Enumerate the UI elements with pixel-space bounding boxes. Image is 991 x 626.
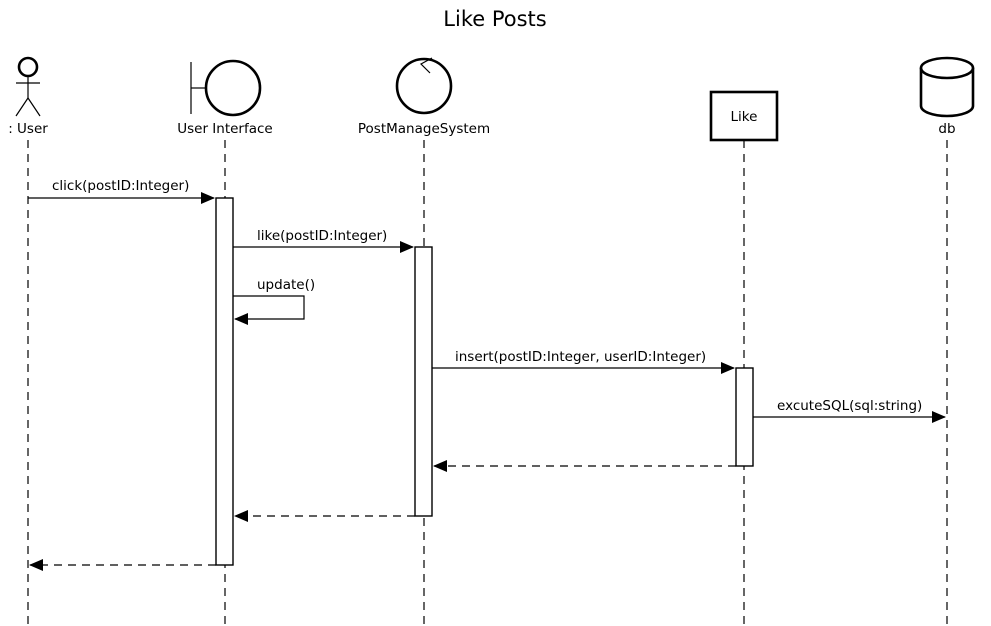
participant-label-user-interface: User Interface <box>177 121 273 137</box>
message-arrow-update-self <box>233 295 305 325</box>
message-label-update: update() <box>257 277 315 293</box>
message-label-like: like(postID:Integer) <box>257 228 387 244</box>
participant-label-db: db <box>938 121 955 137</box>
message-label-insert: insert(postID:Integer, userID:Integer) <box>455 349 706 365</box>
activation-user-interface <box>215 197 234 566</box>
activation-like <box>735 367 754 467</box>
actor-icon <box>15 56 41 117</box>
activation-post-manage-system <box>414 246 433 517</box>
boundary-icon <box>190 59 262 117</box>
message-label-click: click(postID:Integer) <box>52 178 189 194</box>
like-participant-box <box>709 90 779 142</box>
participant-label-post-manage-system: PostManageSystem <box>358 121 490 137</box>
control-icon <box>395 57 453 115</box>
database-icon <box>919 56 975 118</box>
participant-label-like: Like <box>731 109 758 125</box>
participant-label-user: : User <box>8 121 48 137</box>
message-label-excute-sql: excuteSQL(sql:string) <box>777 398 922 414</box>
diagram-title: Like Posts <box>443 7 546 31</box>
